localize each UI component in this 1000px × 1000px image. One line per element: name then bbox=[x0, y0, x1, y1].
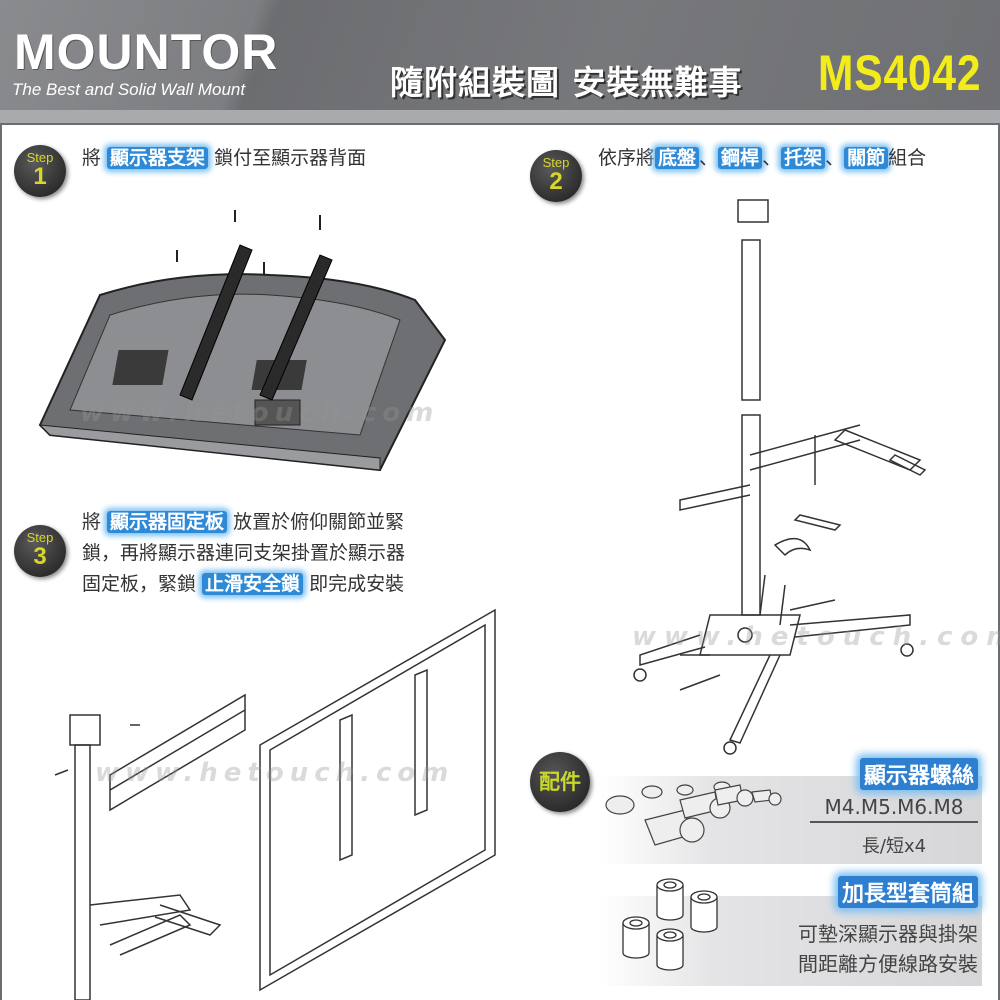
header-divider bbox=[0, 110, 1000, 125]
stand-assembly-illustration bbox=[633, 199, 927, 755]
monitor-bracket-illustration bbox=[38, 210, 447, 472]
spacers-title: 加長型套筒組 bbox=[837, 876, 978, 908]
mounting-plate-illustration bbox=[54, 608, 496, 1000]
step-2-text: 依序將底盤、鋼桿、托架、關節組合 bbox=[598, 147, 927, 169]
page-title: 隨附組裝圖 安裝無難事 bbox=[390, 63, 743, 102]
screw-quantity: 長/短x4 bbox=[861, 836, 927, 857]
screws-title: 顯示器螺絲 bbox=[859, 758, 978, 790]
watermark: www.hetouch.com bbox=[632, 622, 1000, 652]
watermark: www.hetouch.com bbox=[95, 758, 455, 788]
step-3-text: 將 顯示器固定板 放置於俯仰關節並緊 鎖，再將顯示器連同支架掛置於顯示器 固定板… bbox=[82, 511, 406, 595]
accessories-badge: 配件 bbox=[530, 752, 590, 812]
header-banner bbox=[0, 0, 1000, 110]
spacers-desc-line2: 間距離方便線路安裝 bbox=[798, 952, 978, 976]
spacers-illustration bbox=[622, 878, 718, 971]
step-1-text: 將 顯示器支架 鎖付至顯示器背面 bbox=[82, 147, 367, 169]
watermark: www.hetouch.com bbox=[80, 398, 440, 428]
brand-tagline: The Best and Solid Wall Mount bbox=[12, 80, 246, 99]
screws-illustration bbox=[605, 781, 782, 846]
brand-logo: MOUNTOR bbox=[14, 24, 279, 80]
model-number: MS4042 bbox=[818, 45, 982, 101]
spacers-desc-line1: 可墊深顯示器與掛架 bbox=[798, 922, 978, 946]
screw-sizes: M4.M5.M6.M8 bbox=[810, 795, 978, 823]
